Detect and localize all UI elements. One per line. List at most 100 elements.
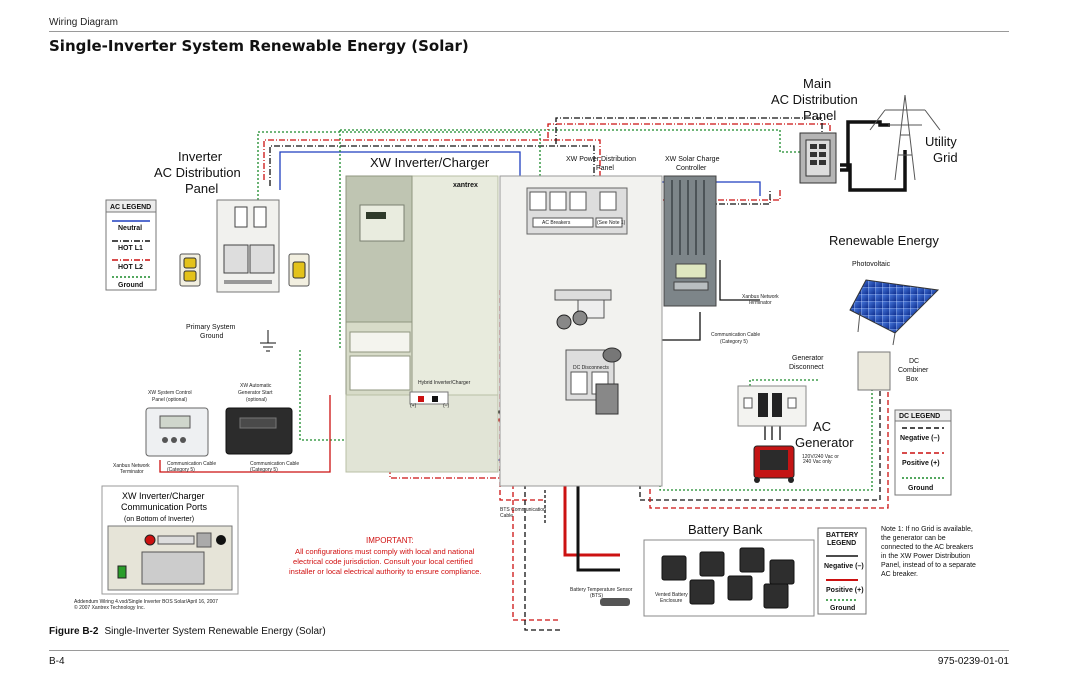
- battery-legend-positive: Positive (+): [826, 587, 864, 594]
- wire-battery-neg: [524, 300, 560, 631]
- comm-cable-a-2: (Category 5): [167, 467, 195, 473]
- main-panel-label-1: Main: [803, 76, 831, 91]
- ground-symbol: [260, 330, 276, 352]
- wire-ground-top: [339, 129, 800, 350]
- important-line-1: All configurations must comply with loca…: [295, 547, 475, 556]
- dc-combiner-label-1: DC: [909, 358, 919, 365]
- comm-cable-right-1: Communication Cable: [711, 332, 760, 338]
- utility-label-1: Utility: [925, 134, 957, 149]
- document-number: 975-0239-01-01: [937, 656, 1009, 667]
- comm-ports-panel: [107, 525, 233, 591]
- comm-cable-right-2: (Category 5): [720, 339, 748, 345]
- dc-legend-title: DC LEGEND: [899, 413, 940, 420]
- ac-generator-label-1: AC: [813, 419, 831, 434]
- wire-ground: [257, 131, 541, 200]
- renewable-label: Renewable Energy: [829, 233, 939, 248]
- inverter-panel-label-3: Panel: [185, 181, 218, 196]
- comm-ports-title-3: (on Bottom of Inverter): [124, 516, 194, 523]
- note-line-3: connected to the AC breakers: [881, 544, 974, 551]
- comm-cable-b-1: Communication Cable: [250, 461, 299, 467]
- section-header: Wiring Diagram: [49, 17, 118, 28]
- wire-xanbus: [719, 260, 760, 301]
- note-line-2: the generator can be: [881, 535, 946, 542]
- header-rule: [49, 31, 1009, 32]
- hybrid-inverter-label: Hybrid Inverter/Charger: [418, 380, 471, 386]
- main-panel-label-2: AC Distribution: [771, 92, 858, 107]
- bts-sensor-label-2: (BTS): [590, 593, 603, 599]
- page-title: Single-Inverter System Renewable Energy …: [49, 37, 469, 55]
- sys-control-label-2: Panel (optional): [152, 397, 187, 403]
- note-line-1: Note 1: If no Grid is available,: [881, 526, 973, 533]
- xanbus-term-left-1: Xanbus Network: [113, 463, 150, 469]
- addendum-line-1: Addendum Wiring 4.vsd/Single Inverter BO…: [74, 599, 218, 605]
- utility-label-2: Grid: [933, 150, 958, 165]
- dc-combiner-label-2: Combiner: [898, 367, 929, 374]
- system-control-panel: [145, 407, 209, 457]
- ac-legend-title: AC LEGEND: [110, 204, 151, 211]
- wire-neutral: [279, 151, 521, 190]
- battery-cells: [661, 547, 795, 609]
- primary-ground-label-2: Ground: [200, 333, 223, 340]
- battery-legend-negative: Negative (–): [824, 563, 864, 570]
- power-dist-label-1: XW Power Distribution: [566, 156, 636, 163]
- gen-note-1: 120V/240 Vac or: [802, 454, 839, 460]
- battery-legend-title-1: BATTERY: [826, 532, 859, 539]
- page-number: B-4: [49, 656, 65, 667]
- note-line-6: AC breaker.: [881, 571, 918, 578]
- dc-disconnects-label: DC Disconnects: [573, 365, 609, 371]
- solar-cc-label-2: Controller: [676, 165, 707, 172]
- ags-label-1: XW Automatic: [240, 383, 272, 389]
- outlet-left: [179, 253, 201, 287]
- generator-disconnect: [737, 385, 807, 427]
- gen-note-2: 240 Vac only: [803, 459, 832, 465]
- figure-text: Single-Inverter System Renewable Energy …: [104, 626, 326, 637]
- important-heading: IMPORTANT:: [366, 536, 414, 545]
- wire-hot-l1: [269, 145, 595, 186]
- bts-sensor-label-1: Battery Temperature Sensor: [570, 587, 633, 593]
- bts-sensor: [600, 598, 630, 606]
- comm-ports-title-1: XW Inverter/Charger: [122, 491, 205, 501]
- solar-cc-label-1: XW Solar Charge: [665, 156, 720, 163]
- inverter-terminal-strip: [349, 331, 411, 353]
- vented-label-2: Enclosure: [660, 598, 682, 604]
- utility-tower: [869, 94, 941, 181]
- ac-legend-ground: Ground: [118, 282, 143, 289]
- ac-generator-label-2: Generator: [795, 435, 854, 450]
- comm-cable-a-1: Communication Cable: [167, 461, 216, 467]
- dc-legend-positive: Positive (+): [902, 460, 940, 467]
- wire-gen-ground: [749, 379, 820, 390]
- ac-generator: [753, 445, 795, 483]
- dc-legend-negative: Negative (–): [900, 435, 940, 442]
- comm-cable-b-2: (Category 5): [250, 467, 278, 473]
- ac-legend-hot-l1: HOT L1: [118, 245, 143, 252]
- dc-shunt: [595, 383, 619, 415]
- inverter-display: [359, 204, 405, 242]
- dc-legend-ground: Ground: [908, 485, 933, 492]
- battery-legend: [817, 527, 867, 615]
- comm-ports-title-2: Communication Ports: [121, 502, 208, 512]
- vented-label-1: Vented Battery: [655, 592, 688, 598]
- ac-legend-neutral: Neutral: [118, 225, 142, 232]
- figure-label: Figure B-2: [49, 626, 99, 637]
- important-line-3: installer or local electrical authority …: [289, 567, 481, 576]
- battery-legend-title-2: LEGEND: [827, 540, 856, 547]
- ac-legend: [105, 199, 157, 291]
- addendum-line-2: © 2007 Xantrex Technology Inc.: [74, 604, 145, 611]
- important-line-2: electrical code jurisdiction. Consult yo…: [293, 557, 473, 566]
- ac-breakers-label: AC Breakers: [542, 220, 571, 226]
- dc-legend: [894, 409, 952, 496]
- wire-grid-l2: [547, 123, 831, 152]
- solar-charge-controller: [663, 175, 717, 307]
- primary-ground-label-1: Primary System: [186, 324, 236, 331]
- wire-grid-l1: [555, 117, 823, 152]
- grid-feed-top: [840, 120, 890, 172]
- dc-combiner-label-3: Box: [906, 376, 919, 383]
- gen-disconnect-label-2: Disconnect: [789, 364, 824, 371]
- ags-label-2: Generator Start: [238, 390, 273, 396]
- grid-feed-bottom: [840, 150, 907, 192]
- inverter-plus-label: (+): [410, 403, 417, 409]
- ac-legend-hot-l2: HOT L2: [118, 264, 143, 271]
- charge-controller-display: [675, 263, 707, 279]
- note-line-5: Panel, instead of to a separate: [881, 562, 976, 569]
- wire-dc-pos-run: [499, 290, 545, 501]
